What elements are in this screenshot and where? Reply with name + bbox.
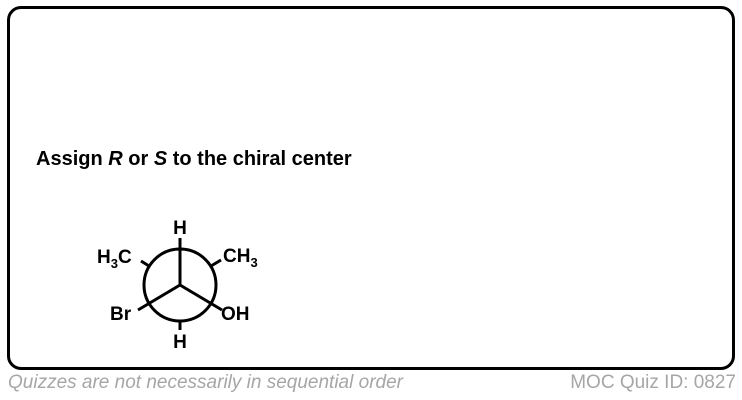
quiz-card — [7, 6, 735, 370]
question-prefix: Assign — [36, 148, 109, 170]
back-bond-upper-right — [210, 258, 222, 268]
front-bond-right — [179, 283, 223, 312]
front-top-h-label: H — [173, 218, 187, 239]
footer-note: Quizzes are not necessarily in sequentia… — [8, 372, 403, 393]
question-text: Assign R or S to the chiral center — [36, 148, 352, 171]
question-s: S — [153, 148, 168, 170]
footer-quiz-id: MOC Quiz ID: 0827 — [570, 372, 736, 393]
back-bond-upper-left — [140, 259, 150, 268]
front-left-br-label: Br — [110, 304, 132, 325]
back-upper-right-label: CH3 — [223, 246, 258, 270]
back-bottom-h-label: H — [173, 332, 187, 353]
front-bond-left — [137, 283, 181, 312]
question-r: R — [108, 148, 123, 170]
question-middle: or — [122, 148, 154, 170]
front-right-oh-label: OH — [221, 304, 250, 325]
back-upper-left-label: H3C — [97, 247, 132, 271]
question-suffix: to the chiral center — [167, 148, 352, 170]
